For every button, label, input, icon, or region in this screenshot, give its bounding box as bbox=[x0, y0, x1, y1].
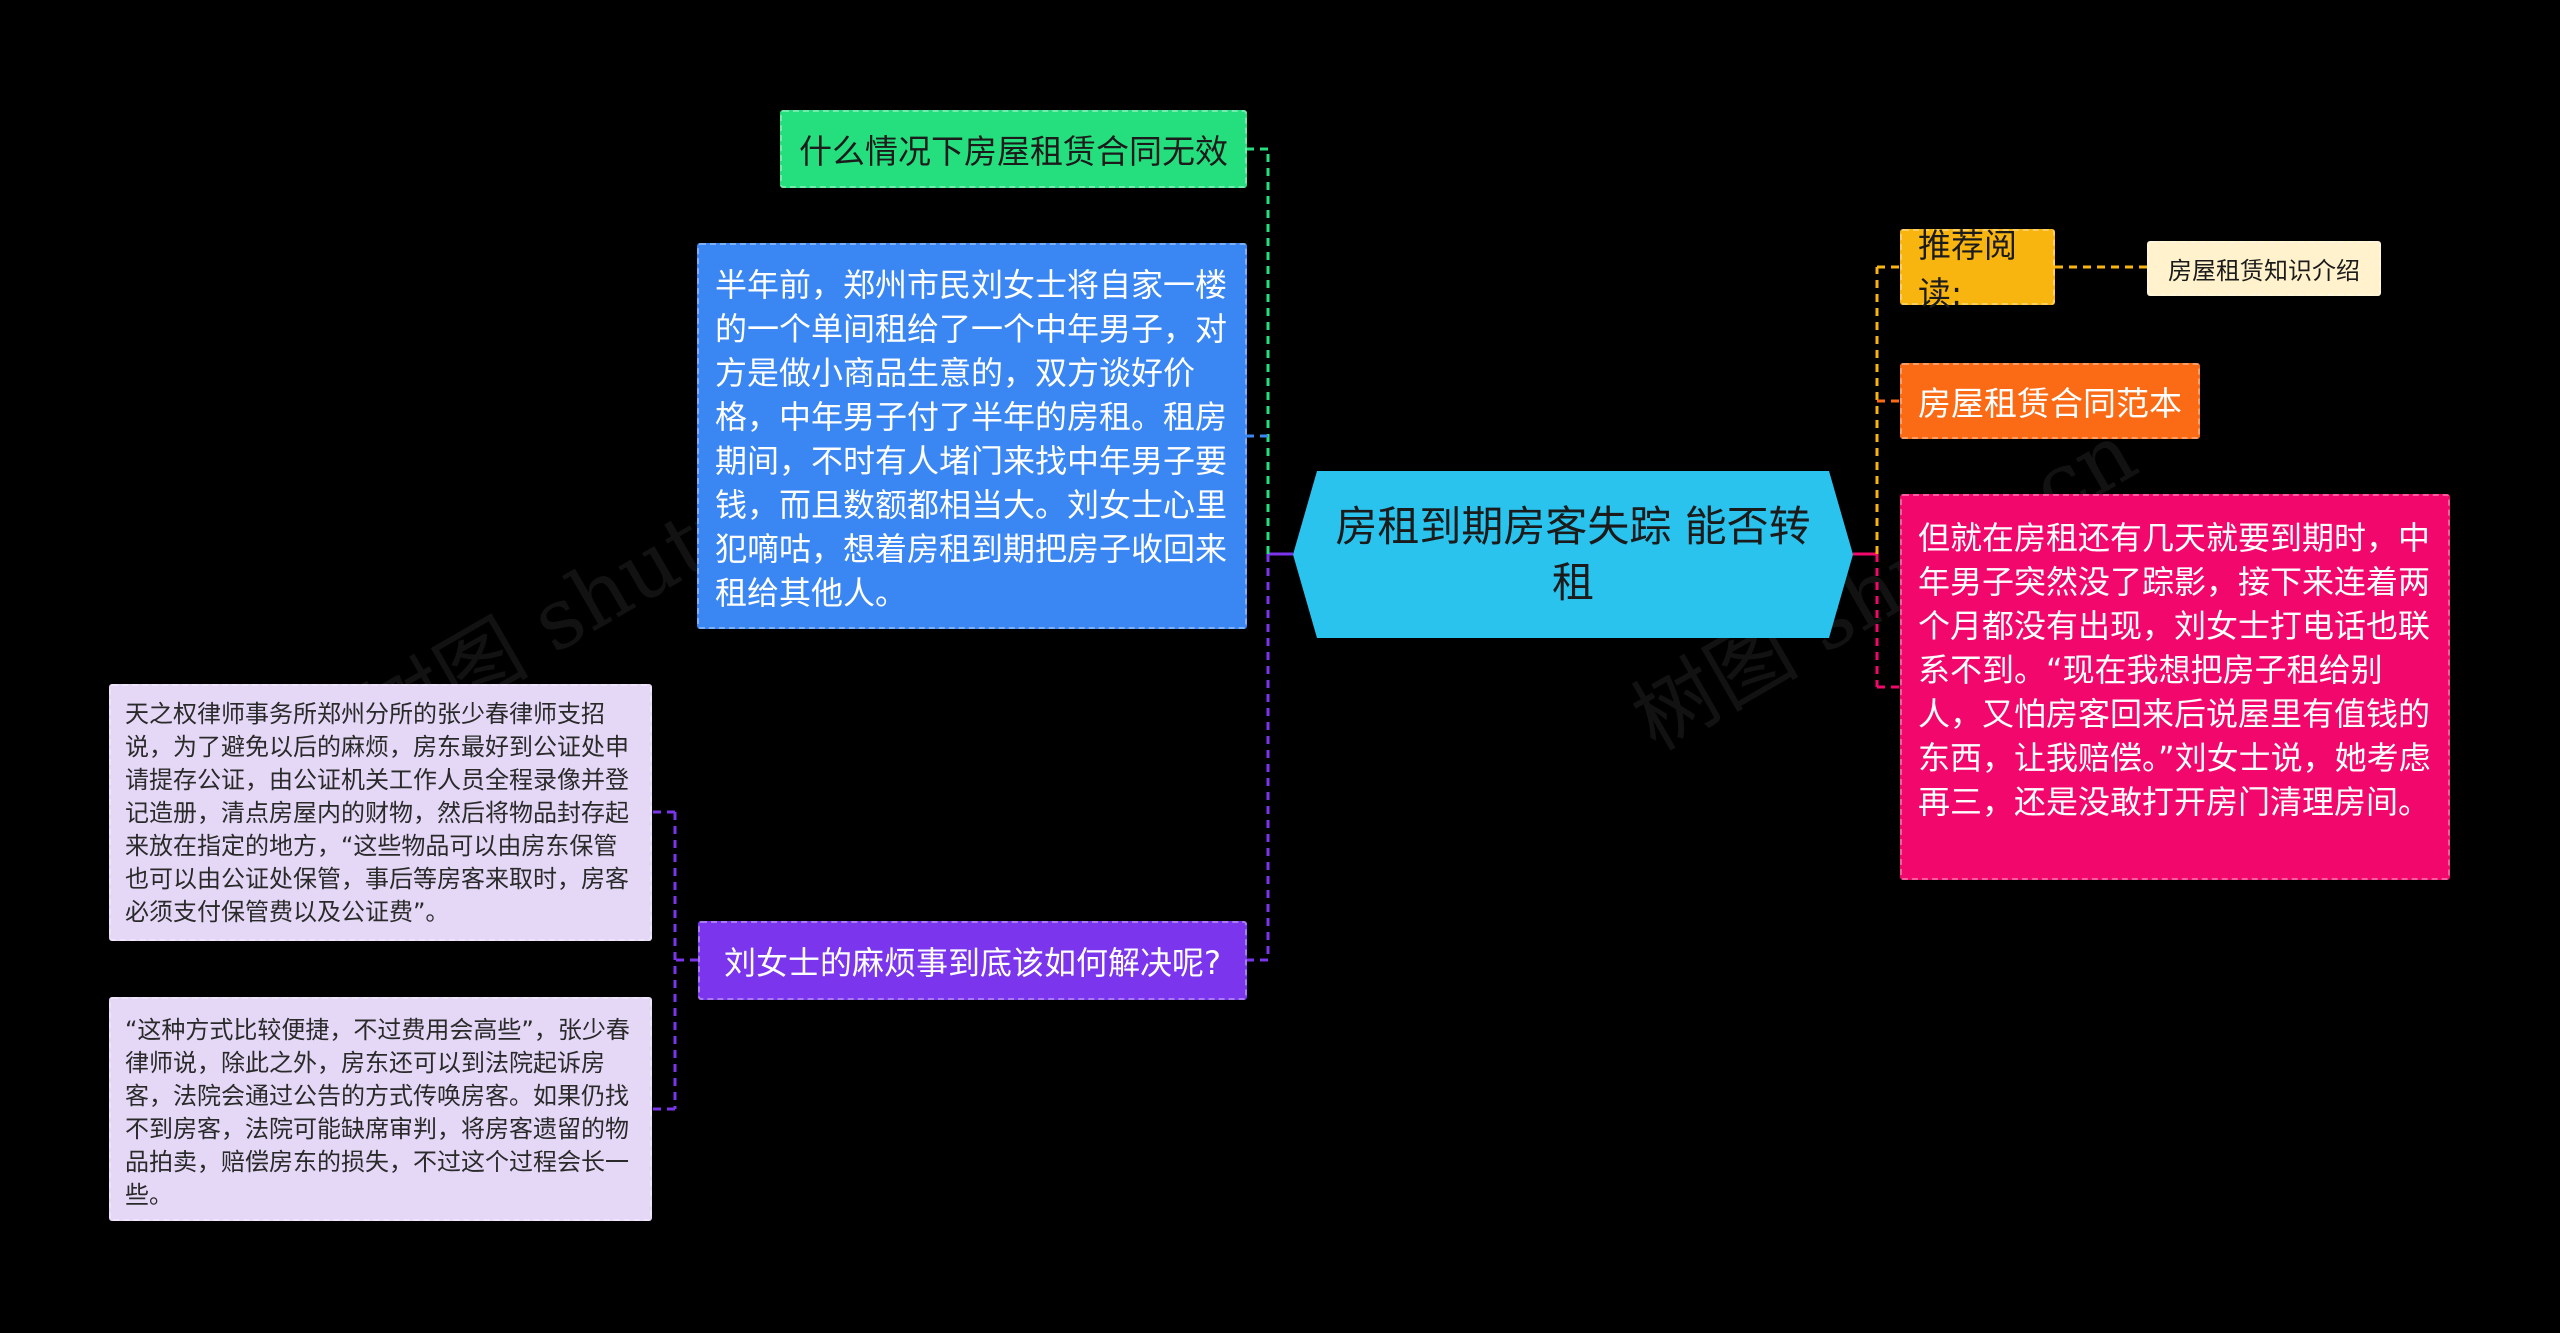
topic-contract-invalid[interactable]: 什么情况下房屋租赁合同无效 bbox=[780, 110, 1247, 188]
subtopic-lawyer-advice[interactable]: 天之权律师事务所郑州分所的张少春律师支招说，为了避免以后的麻烦，房东最好到公证处… bbox=[109, 684, 652, 941]
subtopic-label: “这种方式比较便捷，不过费用会高些”，张少春律师说，除此之外，房东还可以到法院起… bbox=[125, 1016, 630, 1209]
topic-label: 半年前，郑州市民刘女士将自家一楼的一个单间租给了一个中年男子，对方是做小商品生意… bbox=[715, 266, 1228, 612]
subtopic-rental-knowledge[interactable]: 房屋租赁知识介绍 bbox=[2147, 241, 2381, 296]
topic-label: 什么情况下房屋租赁合同无效 bbox=[799, 132, 1228, 171]
topic-tenant-disappeared[interactable]: 但就在房租还有几天就要到期时，中年男子突然没了踪影，接下来连着两个月都没有出现，… bbox=[1900, 494, 2450, 880]
topic-recommended-reading[interactable]: 推荐阅读: bbox=[1900, 226, 2055, 313]
subtopic-label: 房屋租赁知识介绍 bbox=[2168, 257, 2360, 285]
topic-contract-template[interactable]: 房屋租赁合同范本 bbox=[1900, 363, 2200, 439]
subtopic-court-option[interactable]: “这种方式比较便捷，不过费用会高些”，张少春律师说，除此之外，房东还可以到法院起… bbox=[109, 997, 652, 1221]
central-topic[interactable]: 房租到期房客失踪 能否转租 bbox=[1293, 471, 1853, 638]
subtopic-label: 天之权律师事务所郑州分所的张少春律师支招说，为了避免以后的麻烦，房东最好到公证处… bbox=[125, 700, 629, 926]
topic-label: 但就在房租还有几天就要到期时，中年男子突然没了踪影，接下来连着两个月都没有出现，… bbox=[1918, 519, 2431, 821]
topic-how-to-solve[interactable]: 刘女士的麻烦事到底该如何解决呢? bbox=[698, 921, 1247, 1000]
topic-label: 刘女士的麻烦事到底该如何解决呢? bbox=[724, 943, 1221, 982]
topic-label: 房屋租赁合同范本 bbox=[1918, 384, 2182, 423]
topic-label: 推荐阅读: bbox=[1918, 226, 2017, 313]
central-topic-label: 房租到期房客失踪 能否转租 bbox=[1335, 501, 1811, 607]
topic-background-story[interactable]: 半年前，郑州市民刘女士将自家一楼的一个单间租给了一个中年男子，对方是做小商品生意… bbox=[697, 243, 1247, 629]
